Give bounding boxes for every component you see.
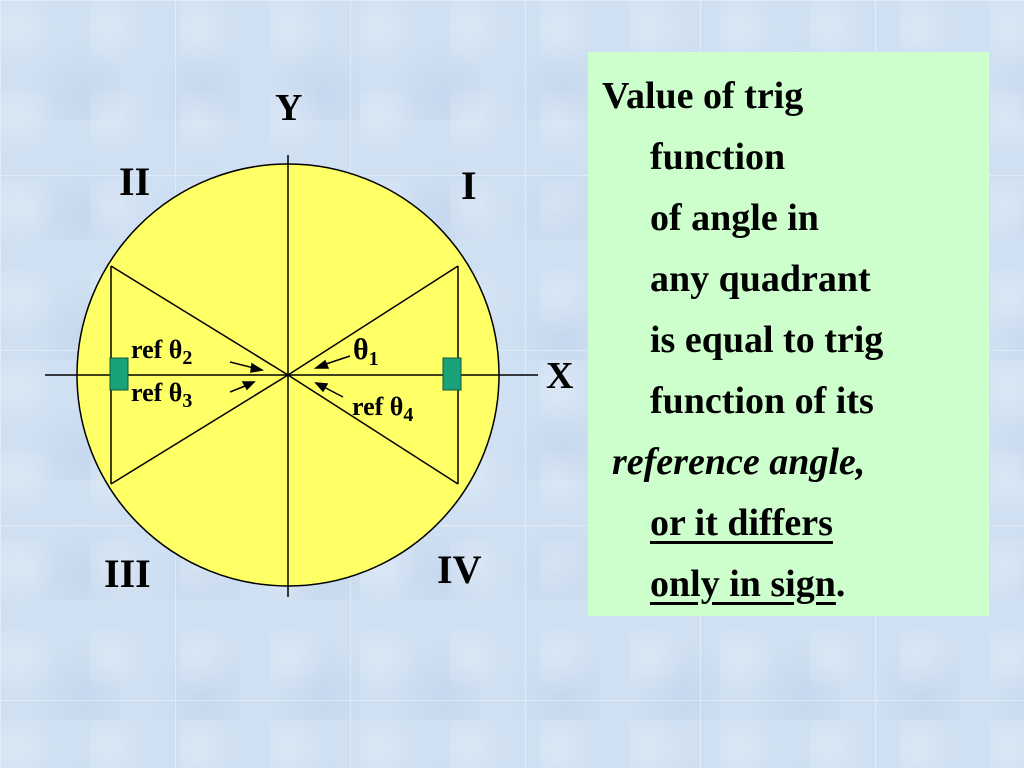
ref-theta2-text: ref θ	[131, 335, 183, 364]
text-line-1: Value of trig	[602, 75, 804, 117]
text-line-8: or it differs	[650, 502, 833, 544]
theta1-label: θ1	[353, 333, 379, 371]
ref-theta4-text: ref θ	[352, 392, 404, 421]
ray-quadrant-III	[110, 374, 289, 485]
text-line-9: only in sign	[650, 563, 836, 605]
ref-theta4-sub: 4	[403, 404, 414, 426]
y-axis-label: Y	[275, 87, 303, 129]
right-marker	[442, 357, 462, 391]
arrowhead-theta3	[241, 381, 256, 391]
text-line-6: function of its	[650, 380, 874, 422]
x-axis-label: X	[546, 355, 574, 397]
text-line-7: reference angle,	[612, 441, 866, 483]
ref-theta3-sub: 3	[182, 390, 193, 412]
explanation-box: Value of trig function of angle in any q…	[588, 52, 989, 616]
ray-quadrant-I	[287, 265, 459, 376]
ref-theta4-label: ref θ4	[352, 392, 413, 427]
text-line-9-wrap: only in sign.	[602, 554, 979, 615]
text-line-4: any quadrant	[650, 258, 871, 300]
arrowhead-theta1	[313, 359, 330, 369]
arrowhead-theta2	[250, 362, 265, 373]
text-line-9-period: .	[835, 563, 846, 605]
ray-quadrant-II	[110, 265, 289, 376]
quadrant-II-label: II	[119, 159, 151, 204]
text-line-3: of angle in	[650, 197, 819, 239]
ref-theta3-label: ref θ3	[131, 378, 192, 413]
ref-theta2-sub: 2	[182, 347, 193, 369]
ref-theta2-label: ref θ2	[131, 335, 192, 370]
arrowhead-theta4	[314, 382, 329, 393]
theta1-text: θ	[353, 333, 369, 366]
quadrant-IV-label: IV	[437, 547, 482, 592]
quadrant-III-label: III	[104, 551, 151, 596]
unit-circle-diagram	[45, 155, 538, 597]
ray-quadrant-IV	[287, 374, 459, 485]
left-marker	[109, 357, 129, 391]
text-line-5: is equal to trig	[650, 319, 884, 361]
ref-theta3-text: ref θ	[131, 378, 183, 407]
text-line-2: function	[650, 136, 786, 178]
quadrant-I-label: I	[461, 163, 477, 208]
theta1-sub: 1	[368, 348, 379, 370]
